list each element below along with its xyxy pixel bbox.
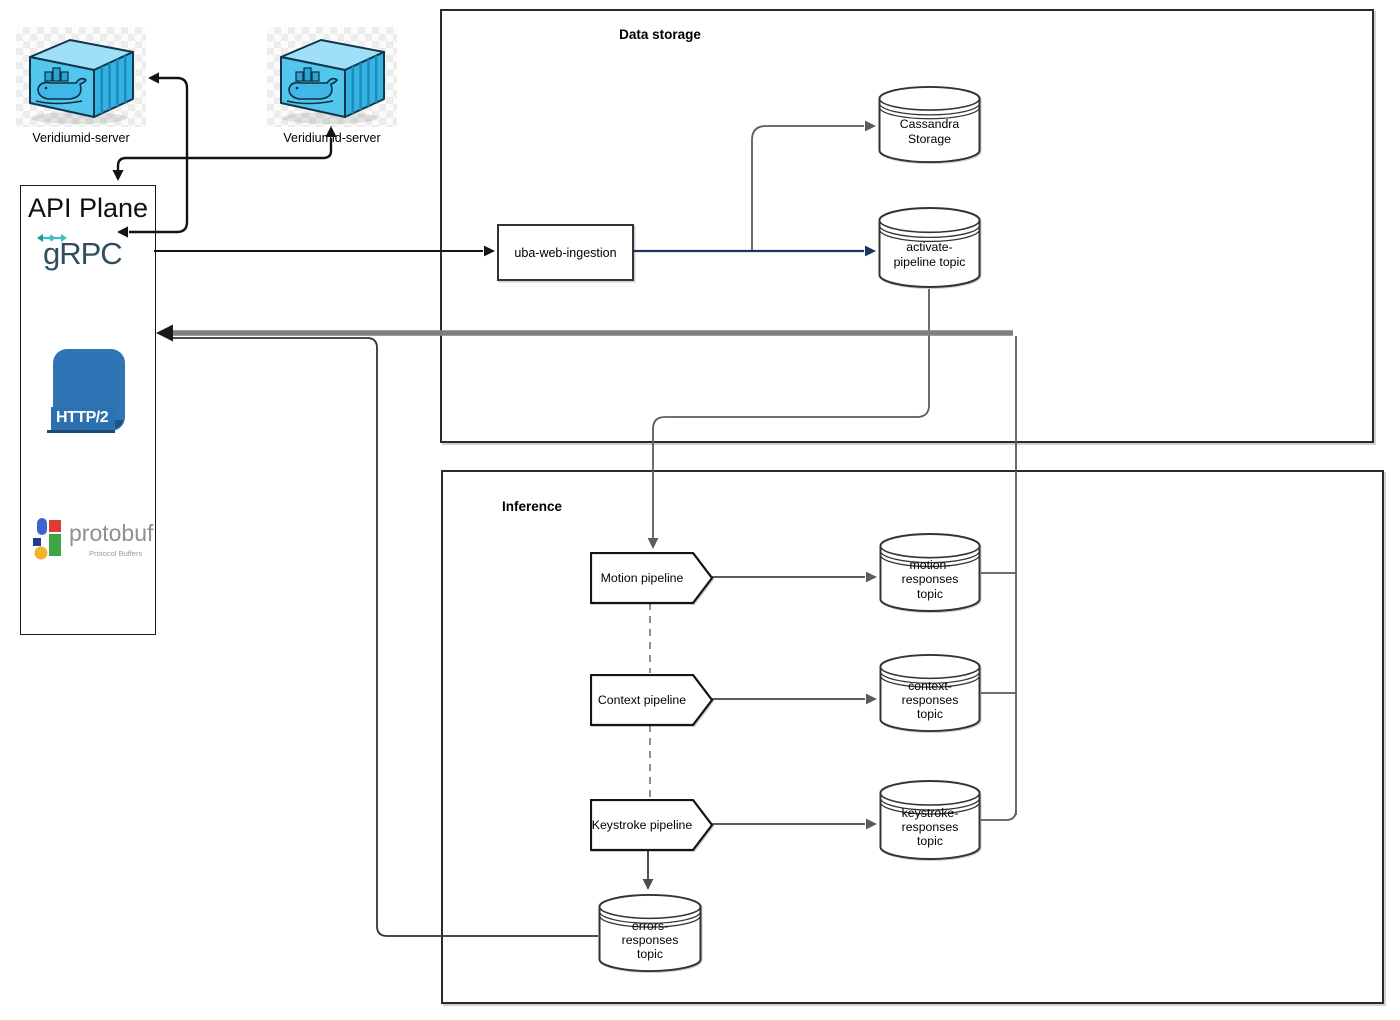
veridiumid-server-node-2: Veridiumid-server bbox=[267, 27, 397, 145]
protobuf-sublabel: Protocol Buffers bbox=[89, 549, 142, 558]
data-storage-title: Data storage bbox=[560, 27, 760, 42]
grpc-label: gRPC bbox=[43, 236, 122, 272]
context-pipeline-node: Context pipeline bbox=[590, 674, 714, 726]
errors-responses-topic-cylinder: errors- responses topic bbox=[598, 893, 702, 973]
protobuf-label: protobuf bbox=[69, 520, 153, 547]
motion-pipeline-node: Motion pipeline bbox=[590, 552, 714, 604]
context-responses-topic-cylinder: context- responses topic bbox=[879, 653, 981, 733]
protobuf-logo: protobuf Protocol Buffers bbox=[31, 516, 155, 570]
docker-container-icon bbox=[267, 27, 397, 127]
keystroke-responses-topic-cylinder: keystroke- responses topic bbox=[879, 779, 981, 861]
keystroke-pipeline-node: Keystroke pipeline bbox=[590, 799, 714, 851]
docker-container-icon bbox=[16, 27, 146, 127]
veridiumid-server-node-1: Veridiumid-server bbox=[16, 27, 146, 145]
cylinder-label: errors- responses topic bbox=[598, 907, 702, 973]
pipeline-label: Motion pipeline bbox=[590, 552, 694, 604]
cylinder-label: motion- responses topic bbox=[879, 546, 981, 613]
cylinder-label: Cassandra Storage bbox=[878, 99, 981, 164]
http2-logo: HTTP/2 bbox=[47, 349, 131, 453]
pipeline-label: Keystroke pipeline bbox=[590, 799, 694, 851]
cassandra-storage-cylinder: Cassandra Storage bbox=[878, 85, 981, 164]
api-plane-title: API Plane bbox=[21, 193, 155, 224]
activate-pipeline-topic-cylinder: activate- pipeline topic bbox=[878, 206, 981, 289]
cylinder-label: activate- pipeline topic bbox=[878, 220, 981, 289]
cylinder-label: keystroke- responses topic bbox=[879, 793, 981, 861]
inference-title: Inference bbox=[502, 499, 562, 514]
protobuf-icon bbox=[31, 516, 67, 562]
api-plane-panel: API Plane gRPC HTTP/2 protobuf Prot bbox=[20, 185, 156, 635]
grpc-logo: gRPC bbox=[35, 230, 145, 280]
http2-label: HTTP/2 bbox=[47, 407, 115, 430]
uba-web-ingestion-node: uba-web-ingestion bbox=[497, 224, 634, 281]
server-label: Veridiumid-server bbox=[267, 131, 397, 145]
pipeline-label: Context pipeline bbox=[590, 674, 694, 726]
motion-responses-topic-cylinder: motion- responses topic bbox=[879, 532, 981, 613]
cylinder-label: context- responses topic bbox=[879, 667, 981, 733]
server-label: Veridiumid-server bbox=[16, 131, 146, 145]
